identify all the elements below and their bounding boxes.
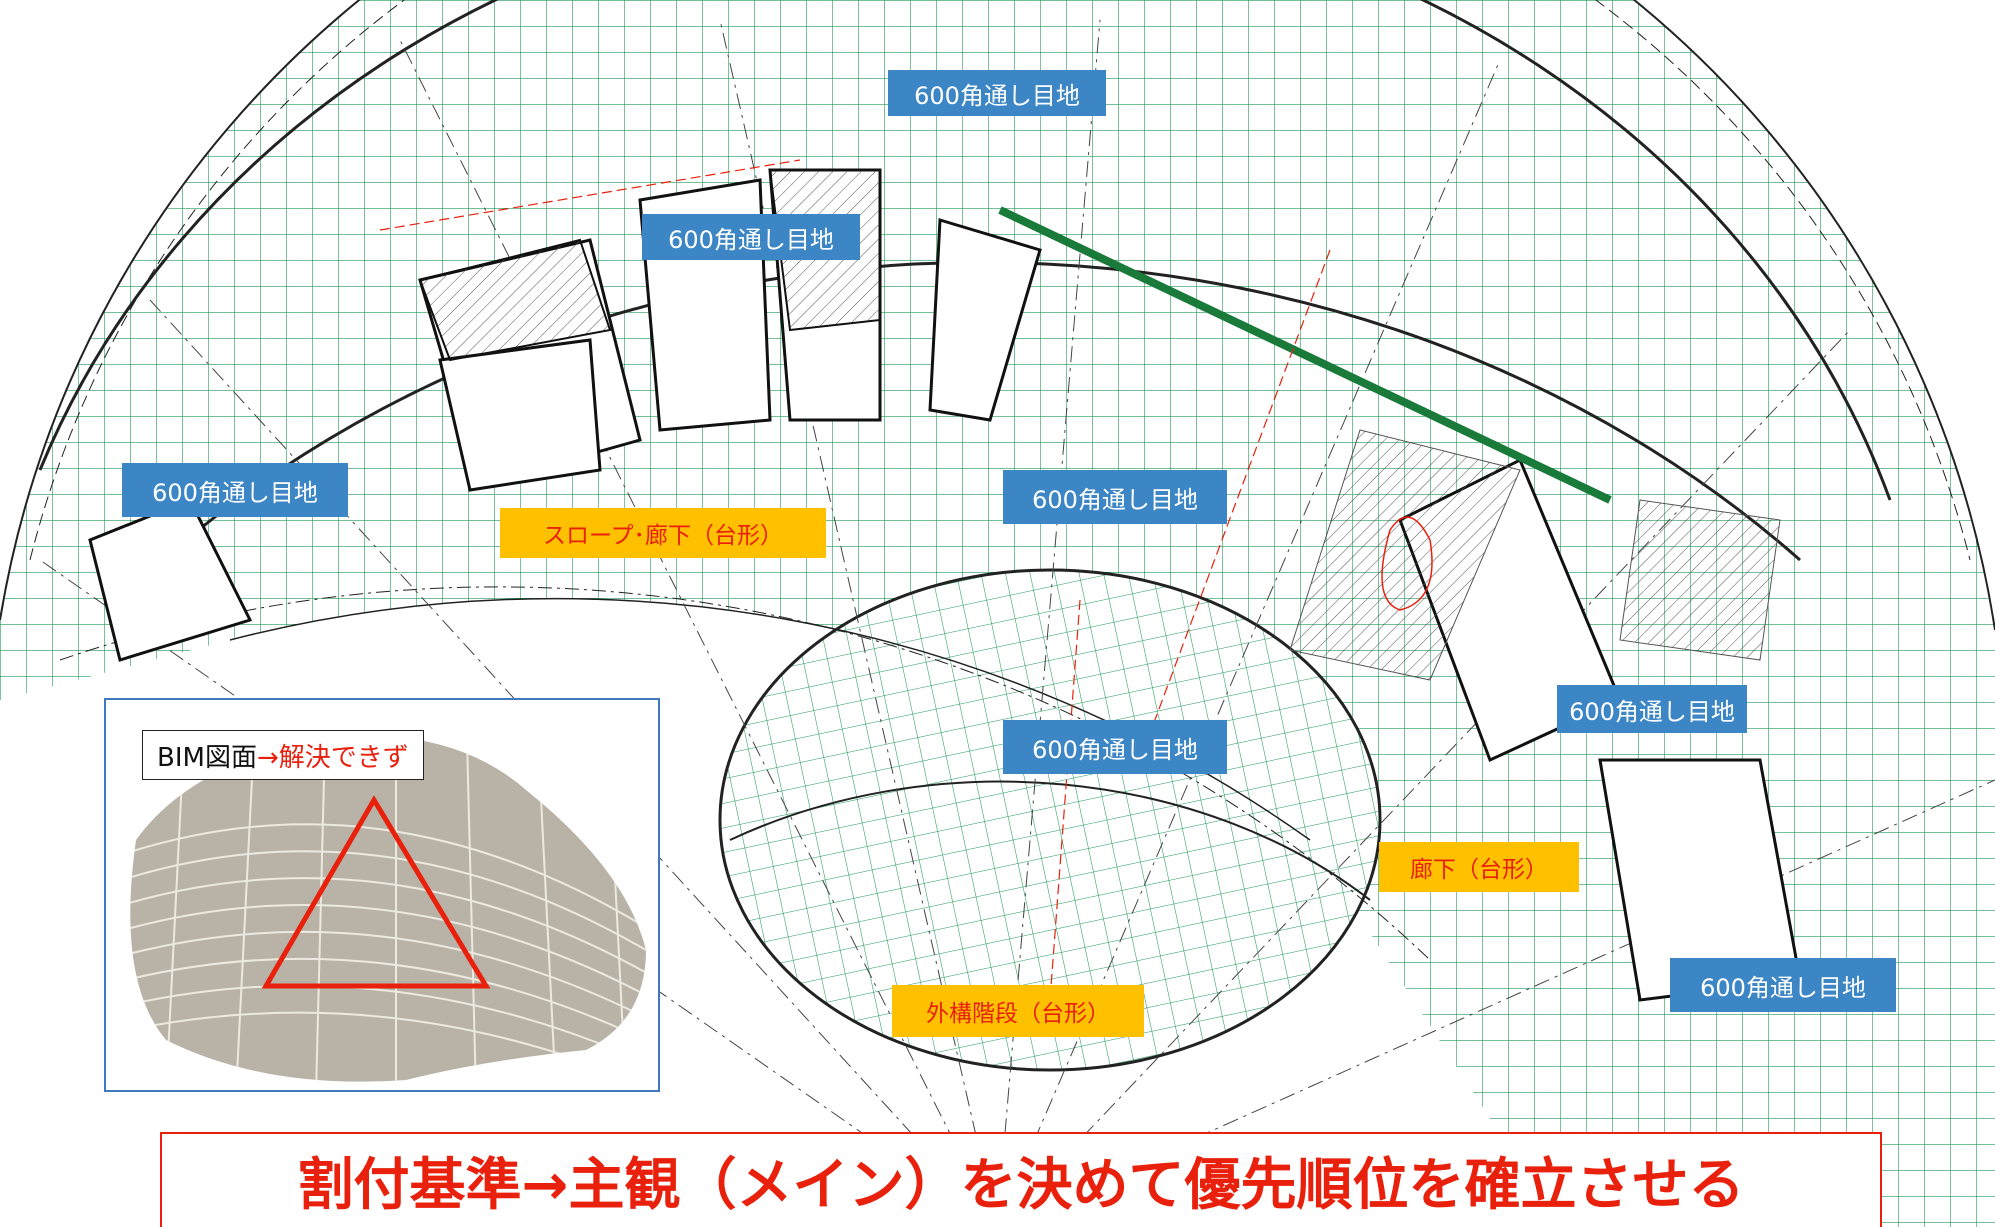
bim-caption-prefix: BIM図面 xyxy=(157,742,257,773)
tile-label-right: 600角通し目地 xyxy=(1557,685,1747,733)
area-label-exterior-stairs: 外構階段（台形） xyxy=(892,985,1144,1037)
area-label-corridor: 廊下（台形） xyxy=(1379,842,1579,892)
tile-label-top: 600角通し目地 xyxy=(888,70,1106,116)
red-center-lines xyxy=(379,159,1331,1001)
bim-model-inset: BIM図面→解決できず xyxy=(104,698,660,1092)
tile-grid-ellipse xyxy=(720,570,1380,1070)
stair-ellipse-outline xyxy=(718,568,1382,1072)
tile-label-lower-right: 600角通し目地 xyxy=(1670,958,1896,1012)
tile-label-center: 600角通し目地 xyxy=(1003,470,1227,524)
tile-label-left: 600角通し目地 xyxy=(122,463,348,517)
tile-label-ellipse: 600角通し目地 xyxy=(1003,720,1227,774)
bim-caption: BIM図面→解決できず xyxy=(142,730,424,780)
area-label-slope-corridor: スロープ･廊下（台形） xyxy=(500,508,826,558)
hatched-area-2 xyxy=(1289,429,1521,681)
bim-caption-result: →解決できず xyxy=(256,742,409,773)
conclusion-banner: 割付基準→主観（メイン）を決めて優先順位を確立させる xyxy=(160,1132,1882,1227)
bim-model-render xyxy=(130,735,647,1082)
tile-label-upper-mid: 600角通し目地 xyxy=(642,214,860,260)
warning-triangle xyxy=(261,795,491,989)
hatched-area-1 xyxy=(418,238,612,362)
hatched-area-3 xyxy=(1619,499,1781,661)
